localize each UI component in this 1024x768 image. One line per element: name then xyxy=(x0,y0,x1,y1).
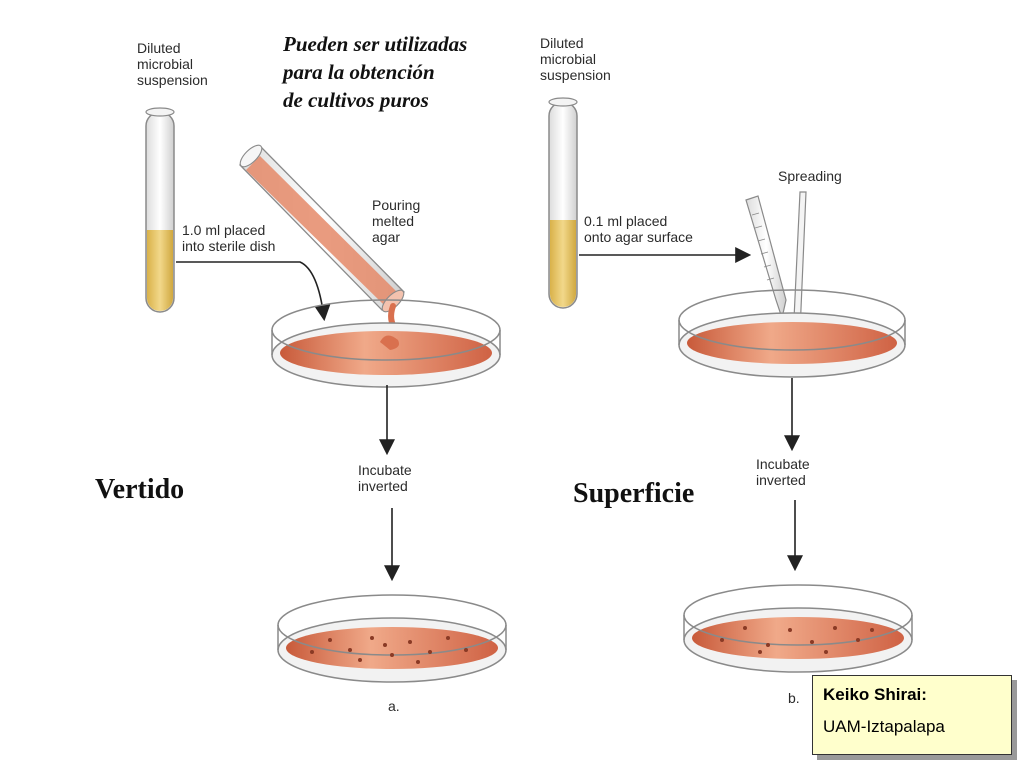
headline-line-1: Pueden ser utilizadas xyxy=(283,32,468,56)
incubate-label-a-line-2: inverted xyxy=(358,478,408,494)
credit-institution: UAM-Iztapalapa xyxy=(823,717,945,736)
pouring-label-line-2: melted xyxy=(372,213,415,229)
test-tube-b xyxy=(548,97,578,309)
petri-dish-b-top xyxy=(678,289,906,378)
headline-line-3: de cultivos puros xyxy=(283,88,429,112)
pouring-label: Pouring melted agar xyxy=(372,197,420,245)
placed-label-b-line-2: onto agar surface xyxy=(584,229,693,245)
tube-label-b: Diluted microbial suspension xyxy=(540,35,611,83)
tube-label-a-line-2: microbial xyxy=(137,56,194,72)
tube-label-a-line-3: suspension xyxy=(137,72,208,88)
panel-letter-b: b. xyxy=(788,690,800,706)
method-title-spread: Superficie xyxy=(573,478,695,509)
credit-name: Keiko Shirai: xyxy=(823,685,927,704)
placed-label-a-line-2: into sterile dish xyxy=(182,238,276,254)
incubate-label-b: Incubate inverted xyxy=(756,456,810,488)
transfer-arrow-a xyxy=(176,261,331,322)
method-title-pour: Vertido xyxy=(95,474,185,505)
test-tube-a xyxy=(145,107,175,313)
tube-label-a-line-1: Diluted xyxy=(137,40,181,56)
petri-dish-b-bottom xyxy=(683,584,913,673)
incubate-label-b-line-2: inverted xyxy=(756,472,806,488)
placed-label-b-line-1: 0.1 ml placed xyxy=(584,213,668,229)
petri-dish-a-top xyxy=(271,299,501,388)
pipette xyxy=(745,195,787,326)
headline-line-2: para la obtención xyxy=(283,60,435,84)
placed-label-a-line-1: 1.0 ml placed xyxy=(182,222,266,238)
incubate-label-a: Incubate inverted xyxy=(358,462,412,494)
panel-letter-a: a. xyxy=(388,698,400,714)
incubate-label-b-line-1: Incubate xyxy=(756,456,810,472)
placed-label-a: 1.0 ml placed into sterile dish xyxy=(182,222,275,254)
placed-label-b: 0.1 ml placed onto agar surface xyxy=(584,213,693,245)
tube-label-b-line-1: Diluted xyxy=(540,35,584,51)
tube-label-b-line-2: microbial xyxy=(540,51,597,67)
credit-box: Keiko Shirai: UAM-Iztapalapa xyxy=(812,675,1012,755)
pouring-label-line-1: Pouring xyxy=(372,197,421,213)
pouring-label-line-3: agar xyxy=(372,229,401,245)
tube-label-a: Diluted microbial suspension xyxy=(137,40,208,88)
tube-label-b-line-3: suspension xyxy=(540,67,611,83)
petri-dish-a-bottom xyxy=(277,594,507,683)
headline: Pueden ser utilizadas para la obtención … xyxy=(283,30,543,114)
incubate-label-a-line-1: Incubate xyxy=(358,462,412,478)
spreading-label: Spreading xyxy=(778,168,842,184)
